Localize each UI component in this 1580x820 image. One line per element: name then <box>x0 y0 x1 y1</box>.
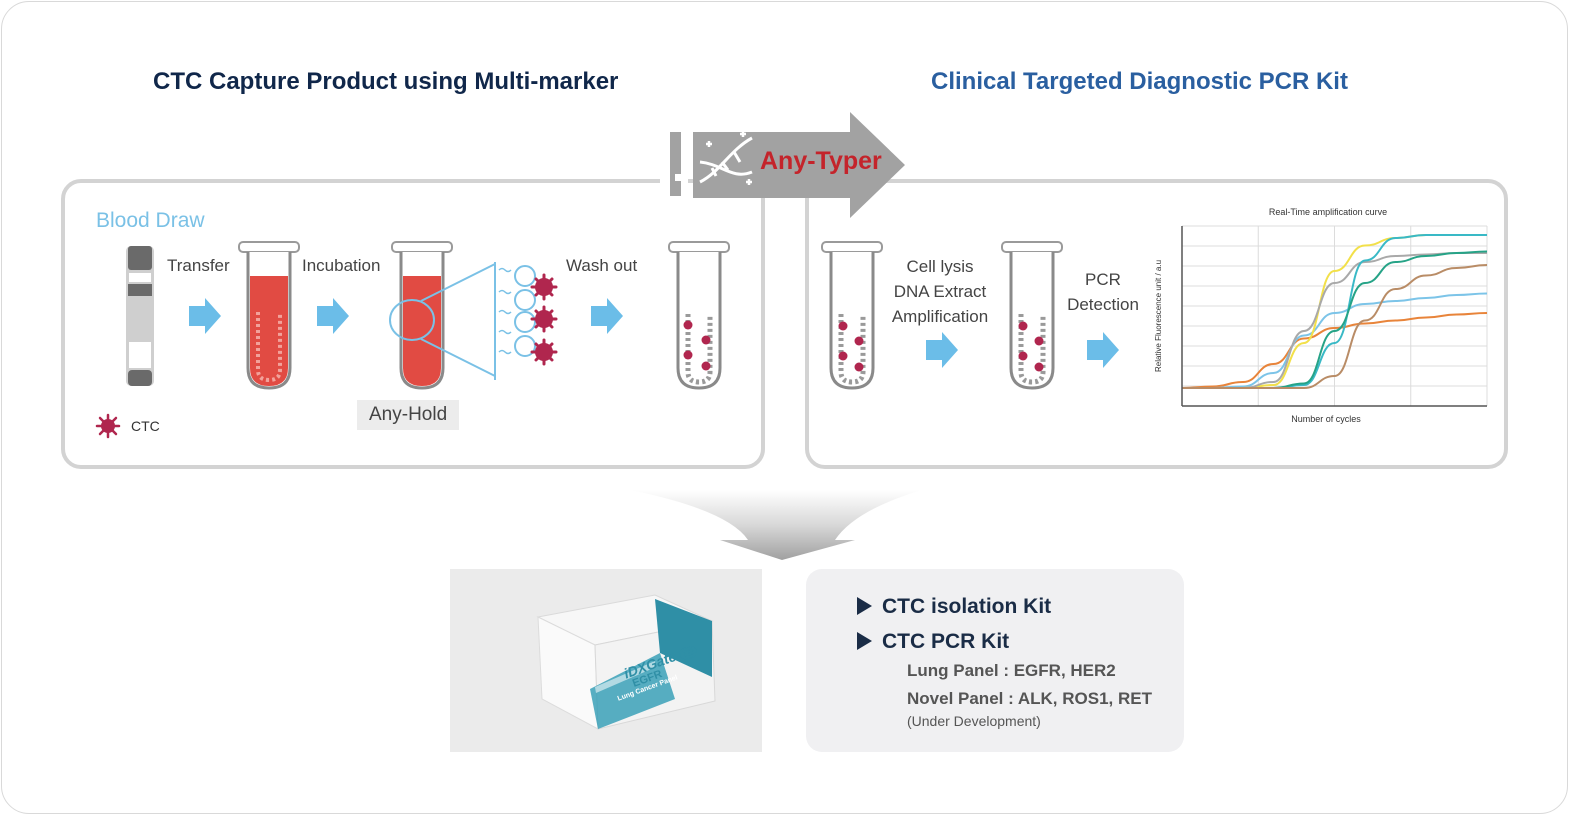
amplification-chart: Real-Time amplification curve Number of … <box>1154 207 1488 424</box>
dna-icon <box>699 131 753 185</box>
pcr-kit-panel <box>805 179 1508 469</box>
kit-item-isolation: CTC isolation Kit <box>857 595 1051 619</box>
step-lysis-label: Cell lysis DNA Extract Amplification <box>878 254 1002 329</box>
arrow-right-icon <box>591 298 623 334</box>
novel-panel-text: Novel Panel : ALK, ROS1, RET <box>907 689 1152 708</box>
title-ctc-capture: CTC Capture Product using Multi-marker <box>153 68 619 95</box>
magnified-capture-view <box>389 262 558 380</box>
ctc-legend-icon <box>95 413 121 439</box>
amplification-curve-1 <box>1181 312 1488 389</box>
kit-isolation-text: CTC isolation Kit <box>882 595 1052 618</box>
any-typer-banner <box>660 110 905 222</box>
step-transfer-label: Transfer <box>167 256 230 275</box>
product-photo: iDXGate TD EGFR Lung Cancer Panel <box>450 569 762 752</box>
any-typer-label: Any-Typer <box>760 147 882 175</box>
arrow-right-icon <box>926 332 958 368</box>
arrow-right-icon <box>189 298 221 334</box>
detection-text: Detection <box>1067 295 1139 314</box>
lung-panel-text: Lung Panel : EGFR, HER2 <box>907 661 1116 680</box>
step-incubation-label: Incubation <box>302 256 381 275</box>
title-pcr-kit: Clinical Targeted Diagnostic PCR Kit <box>931 68 1348 95</box>
arrow-right-icon <box>1087 332 1119 368</box>
amplification-curve-7 <box>1182 264 1488 389</box>
step-pcr-label: PCR Detection <box>1058 267 1148 317</box>
blood-tube-incubation <box>391 241 453 390</box>
triangle-bullet-icon <box>857 632 872 650</box>
detection-tube <box>1001 241 1063 390</box>
cell-lysis-text: Cell lysis <box>906 257 974 276</box>
arrow-right-icon <box>317 298 349 334</box>
under-development-text: (Under Development) <box>907 713 1041 729</box>
bead-icon <box>514 265 536 357</box>
funnel-down-arrow <box>630 490 922 560</box>
kit-box-illustration <box>450 569 762 752</box>
kit-pcr-text: CTC PCR Kit <box>882 630 1010 653</box>
pcr-text: PCR <box>1085 270 1121 289</box>
blood-draw-label: Blood Draw <box>96 209 205 232</box>
blood-tube-transfer <box>238 241 300 390</box>
chart-ylabel: Relative Fluorescence unit / a.u <box>1154 260 1163 372</box>
chart-title: Real-Time amplification curve <box>1269 207 1387 217</box>
triangle-bullet-icon <box>857 597 872 615</box>
blood-collection-tube <box>126 246 154 386</box>
any-hold-label: Any-Hold <box>357 400 460 430</box>
step-washout-label: Wash out <box>566 256 638 275</box>
amplification-text: Amplification <box>891 307 989 326</box>
lysis-tube <box>821 241 883 390</box>
dna-extract-text: DNA Extract <box>893 282 987 301</box>
washed-tube <box>668 241 730 390</box>
ctc-legend-label: CTC <box>131 418 160 434</box>
chart-xlabel: Number of cycles <box>1291 414 1361 424</box>
amplification-curve-2 <box>1182 292 1488 389</box>
kit-item-pcr: CTC PCR Kit <box>857 630 1009 654</box>
